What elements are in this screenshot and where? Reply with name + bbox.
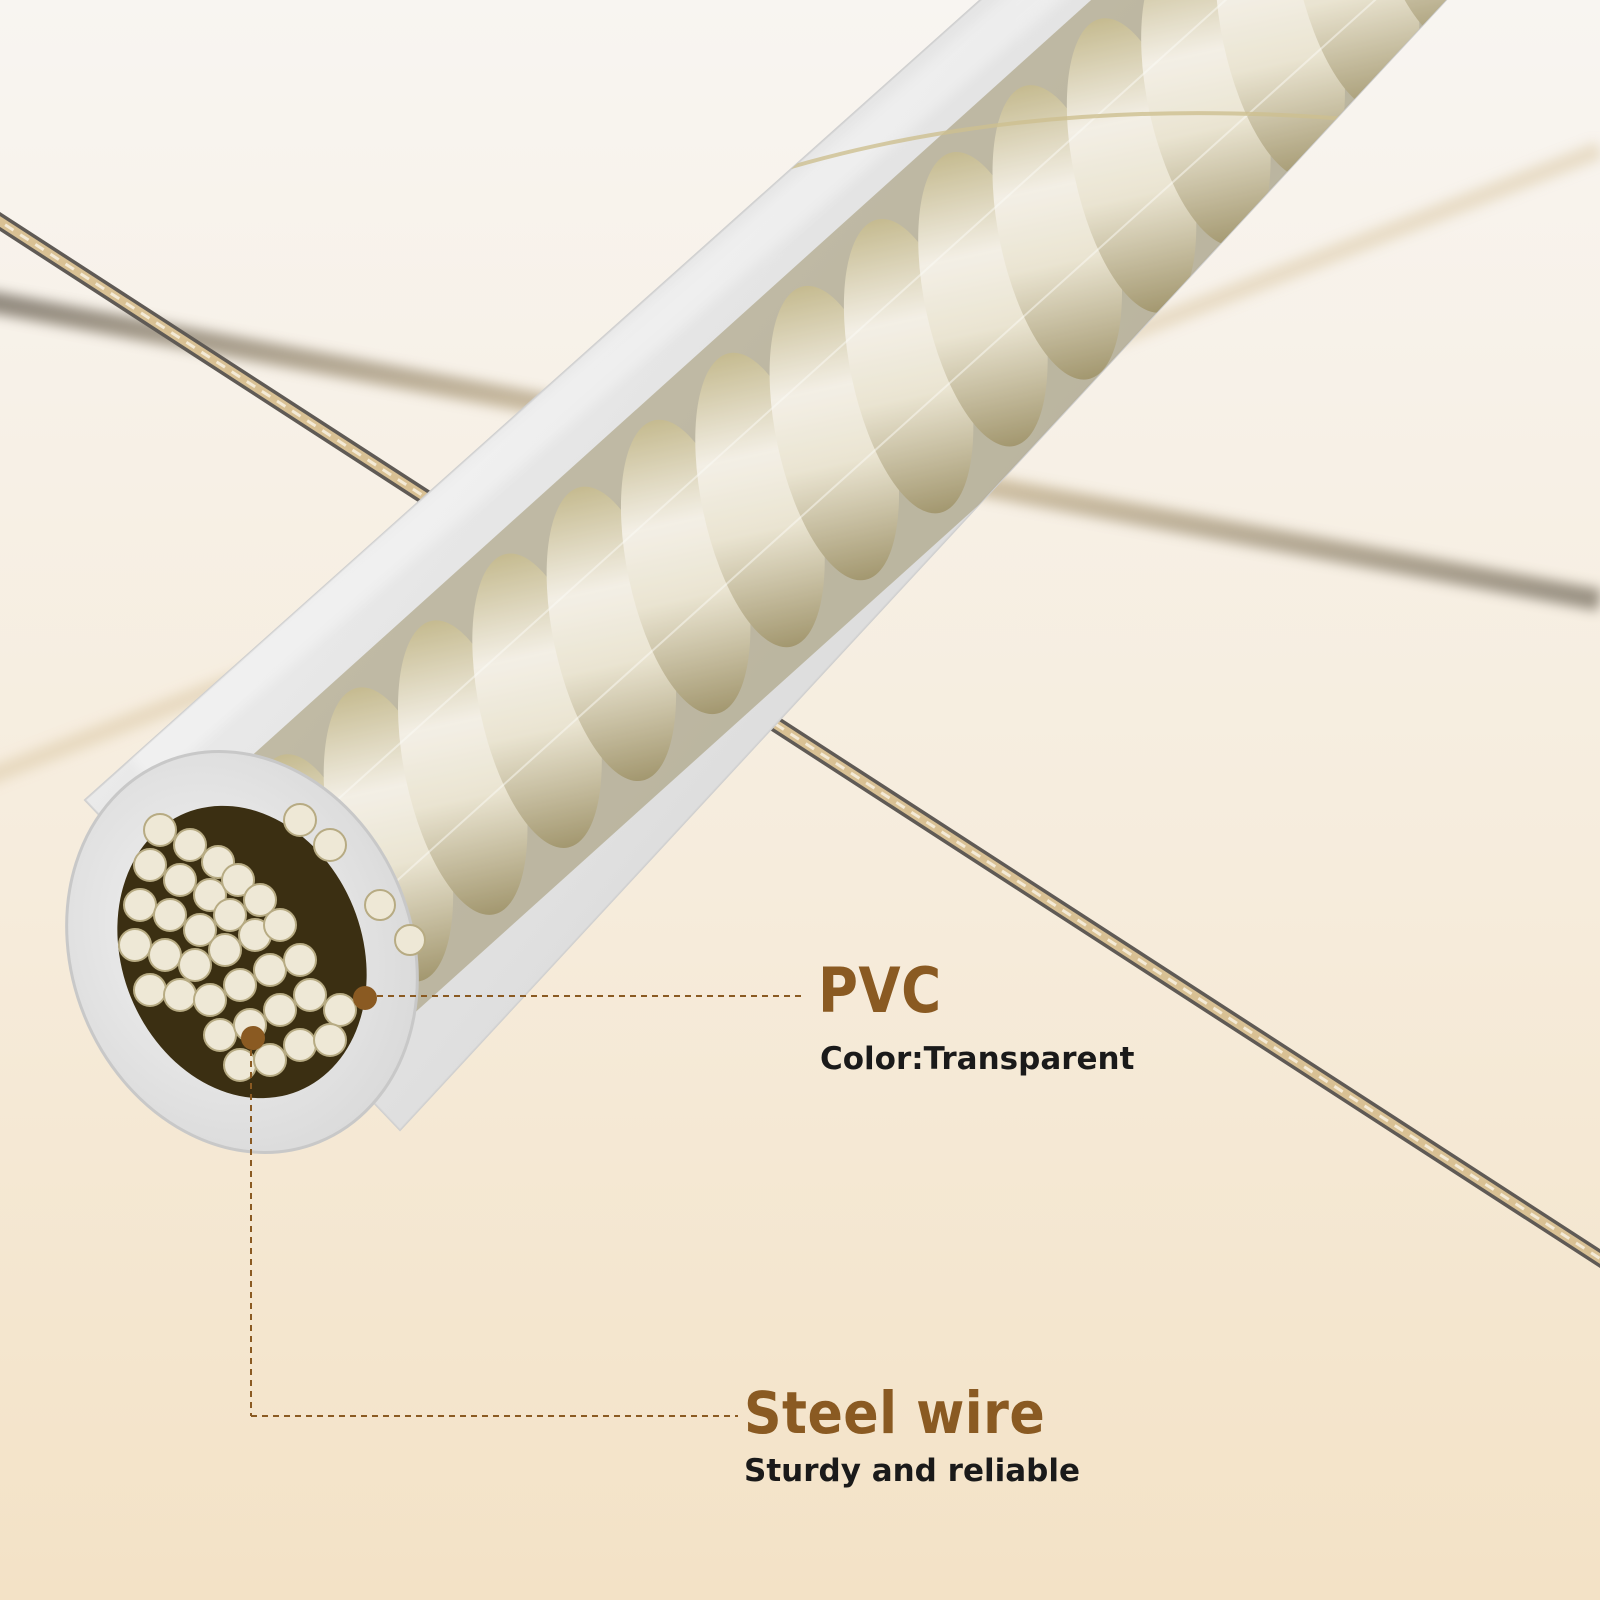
main-cable [65, 0, 1520, 1154]
pvc-marker-dot [353, 986, 377, 1010]
pvc-leader [353, 986, 805, 1010]
cable-end-face [65, 750, 426, 1154]
steel-wire-bundle [118, 803, 426, 1082]
pvc-subtitle: Color:Transparent [820, 1041, 1135, 1077]
pvc-title: PVC [818, 954, 942, 1027]
steel-wire-title: Steel wire [744, 1379, 1046, 1447]
steel-wire-subtitle: Sturdy and reliable [744, 1453, 1080, 1489]
steel-marker-dot [241, 1026, 265, 1050]
steel-leader [241, 1026, 738, 1417]
thin-wire [0, 211, 1600, 1269]
